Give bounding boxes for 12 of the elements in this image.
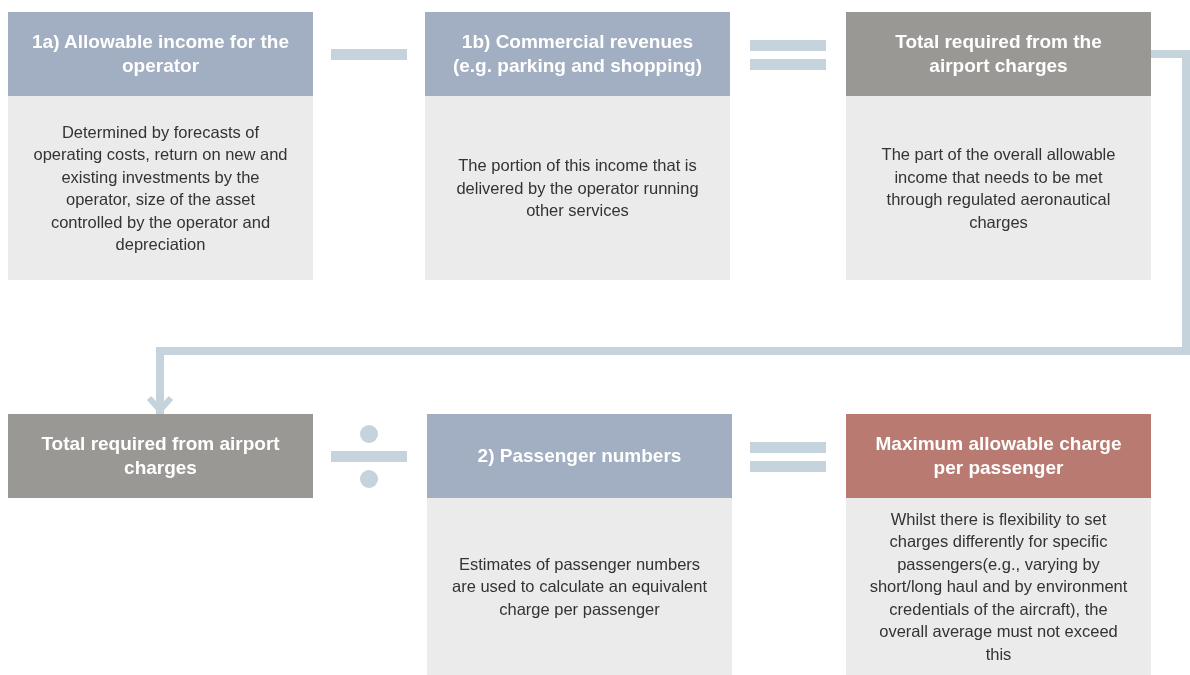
description-panel: Estimates of passenger numbers are used to calculate an equivalent charge per passenger <box>427 498 732 675</box>
header-bar: Total required from airport charges <box>8 414 313 498</box>
description-panel: The portion of this income that is delivered by the operator running other services <box>425 96 730 280</box>
header-bar: Maximum allowable charge per passenger <box>846 414 1151 498</box>
header-bar: 2) Passenger numbers <box>427 414 732 498</box>
description-panel: Determined by forecasts of operating costs, return on new and existing investments by the operator, size of the asset controlled by the operator and depreciation <box>8 96 313 280</box>
description-panel: The part of the overall allowable income that needs to be met through regulated aeronautical charges <box>846 96 1151 280</box>
connector-arrow <box>146 50 1190 414</box>
header-bar: Total required from the airport charges <box>846 12 1151 96</box>
description-panel: Whilst there is flexibility to set charges differently for specific passengers(e.g., varying by short/long haul and by environment credentials of the aircraft), the overall average must not exceed this <box>846 498 1151 675</box>
header-bar: 1b) Commercial revenues (e.g. parking and shopping) <box>425 12 730 96</box>
header-bar: 1a) Allowable income for the operator <box>8 12 313 96</box>
